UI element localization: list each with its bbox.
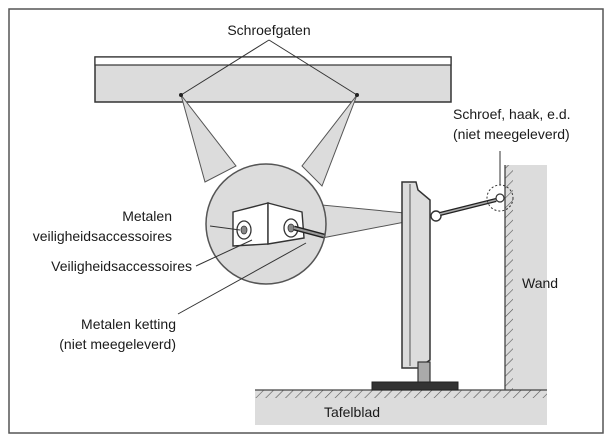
screw-hole-right [355,93,359,97]
label-screw-hook-line1: Schroef, haak, e.d. [453,106,571,122]
tv-side-view [371,181,459,391]
label-screw-holes: Schroefgaten [227,22,310,38]
label-safety-accessories: Veiligheidsaccessoires [51,258,192,274]
label-screw-hook-line2: (niet meegeleverd) [453,126,570,142]
callout-wedges [180,94,358,187]
label-table-top: Tafelblad [324,404,380,420]
label-wall: Wand [522,275,558,291]
screw-hole-left [179,93,183,97]
table-top [255,389,547,425]
label-metal-chain-line1: Metalen ketting [81,316,176,332]
wall [504,165,547,390]
leader-lines [177,39,501,315]
tv-top-view [94,56,452,103]
tv-bracket [430,210,442,222]
outer-frame [8,8,604,434]
label-metal-safety-line2: veiligheidsaccessoires [33,228,172,244]
bracket-magnified [232,202,305,247]
label-metal-chain-line2: (niet meegeleverd) [59,336,176,352]
chain-to-wall [439,198,497,216]
chain-magnified [293,225,325,239]
label-metal-safety-line1: Metalen [122,208,172,224]
wall-hook [495,193,505,203]
